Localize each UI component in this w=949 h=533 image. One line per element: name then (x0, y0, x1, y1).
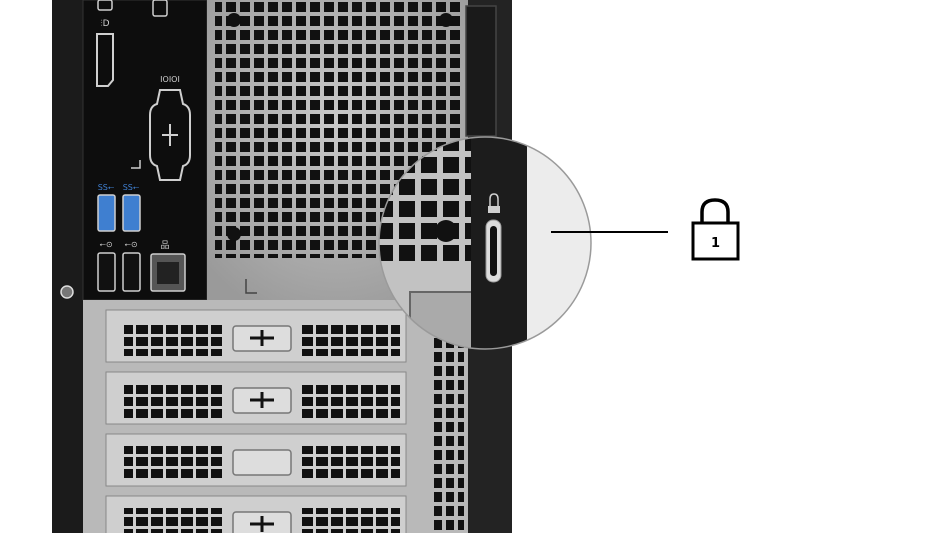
expansion-slot-4 (105, 495, 407, 533)
usb2-port-b (122, 252, 141, 292)
network-port-inner (157, 262, 179, 284)
io-port-top-2 (152, 0, 168, 17)
corner-mark (131, 160, 141, 169)
port-label-usb3-b: SS⭠ (123, 183, 140, 192)
port-label-usb2-a: ⭠⊙ (99, 240, 112, 249)
side-vent (430, 330, 464, 533)
security-cable-slot-inner (490, 226, 497, 276)
fan-screw-bl (227, 227, 241, 241)
serial-port (149, 89, 191, 181)
callout-number: 1 (711, 236, 720, 251)
io-port-top (97, 0, 113, 11)
magnified-view-border (378, 136, 592, 350)
expansion-slots (105, 309, 407, 533)
alignment-mark (245, 279, 257, 294)
port-label-network: 品 (160, 240, 169, 251)
usb2-port-a (97, 252, 116, 292)
chassis-handle (465, 5, 497, 137)
port-label-serial: IOIOI (160, 75, 180, 84)
security-slot-symbol (489, 193, 499, 207)
io-plate (82, 0, 208, 301)
expansion-slot-3 (105, 433, 407, 487)
usb3-port-b (122, 194, 141, 232)
fan-screw-tr (439, 13, 453, 27)
port-label-usb2-b: ⭠⊙ (124, 240, 137, 249)
expansion-slot-1 (105, 309, 407, 363)
magnified-background (527, 137, 591, 349)
security-slot-symbol-body (488, 206, 500, 213)
chassis-screw (60, 285, 74, 299)
displayport-port (96, 33, 114, 87)
expansion-slot-2 (105, 371, 407, 425)
port-label-displayport: ⫶D (100, 18, 109, 29)
magnified-screw (435, 220, 457, 242)
padlock-icon (691, 198, 740, 261)
usb3-port-a (97, 194, 116, 232)
fan-screw-tl (227, 13, 241, 27)
port-label-usb3-a: SS⭠ (98, 183, 115, 192)
magnified-view (379, 137, 591, 349)
